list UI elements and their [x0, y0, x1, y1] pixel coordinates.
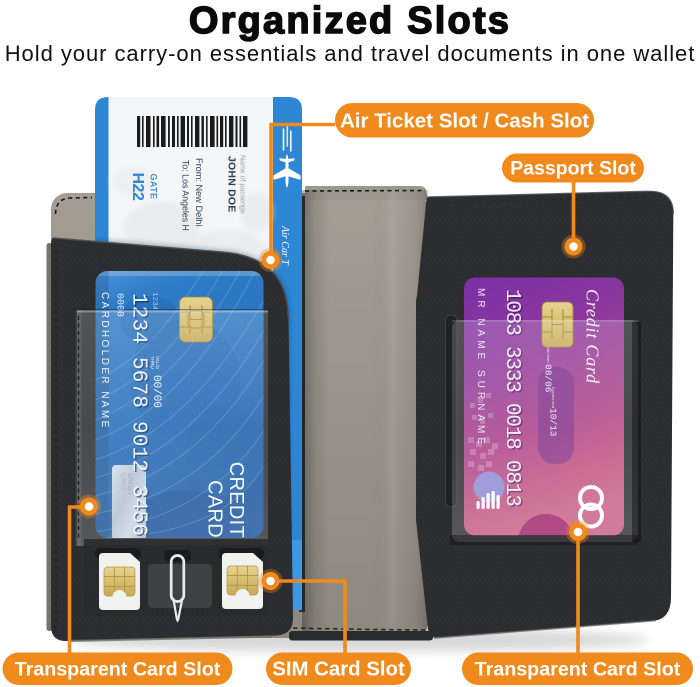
- svg-text:Transparent Card Slot: Transparent Card Slot: [15, 659, 221, 681]
- svg-text:SIM Card Slot: SIM Card Slot: [272, 659, 405, 681]
- svg-text:Passport Slot: Passport Slot: [510, 158, 636, 180]
- svg-text:Air Car T: Air Car T: [279, 225, 290, 266]
- svg-text:To: Los Angeles H: To: Los Angeles H: [181, 160, 191, 231]
- svg-text:From: New Delhi: From: New Delhi: [194, 158, 204, 226]
- svg-text:1234: 1234: [150, 292, 158, 311]
- svg-text:H22: H22: [129, 173, 146, 201]
- svg-text:Transparent Card Slot: Transparent Card Slot: [475, 659, 681, 681]
- svg-text:JOHN DOE: JOHN DOE: [226, 156, 238, 212]
- svg-text:GATE: GATE: [149, 174, 159, 200]
- svg-text:Air Ticket Slot / Cash Slot: Air Ticket Slot / Cash Slot: [340, 110, 589, 133]
- svg-text:Hold your carry-on essentials: Hold your carry-on essentials and travel…: [5, 41, 696, 66]
- svg-text:0000: 0000: [114, 293, 125, 317]
- svg-text:Name of passenge: Name of passenge: [239, 155, 246, 214]
- svg-text:Organized Slots: Organized Slots: [189, 0, 511, 42]
